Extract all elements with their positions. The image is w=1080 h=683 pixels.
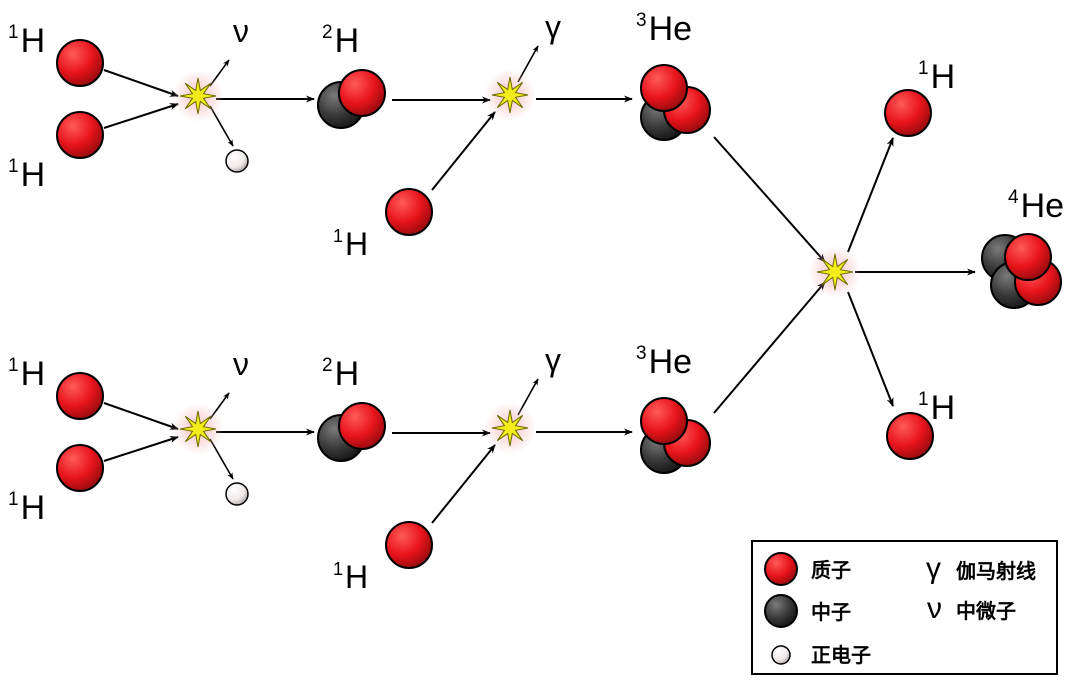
isotope-label: 4He bbox=[1008, 187, 1064, 225]
isotope-symbol: He bbox=[1021, 187, 1064, 225]
legend: 质子 中子 正电子 γ 伽马射线 ν 中微子 bbox=[751, 540, 1058, 675]
reaction-flash bbox=[809, 246, 861, 298]
isotope-label: 1H bbox=[333, 226, 368, 262]
proton-1h bbox=[385, 188, 433, 236]
legend-gamma-label: 伽马射线 bbox=[956, 559, 1036, 583]
gamma-label: γ bbox=[545, 9, 561, 45]
isotope-mass-number: 1 bbox=[8, 355, 19, 376]
isotope-label: 1H bbox=[918, 58, 955, 96]
isotope-symbol: H bbox=[21, 22, 46, 60]
isotope-label: 1H bbox=[8, 489, 45, 527]
legend-proton-icon bbox=[764, 552, 798, 586]
legend-proton-label: 质子 bbox=[811, 558, 851, 582]
reaction-arrow bbox=[103, 69, 179, 97]
isotope-symbol: He bbox=[649, 10, 692, 48]
flash-star bbox=[491, 76, 529, 114]
flash-star bbox=[179, 77, 217, 115]
proton-1h bbox=[56, 111, 104, 159]
isotope-label: 1H bbox=[8, 355, 45, 393]
isotope-mass-number: 1 bbox=[8, 22, 19, 43]
isotope-label: 2H bbox=[322, 355, 359, 393]
proton-1h bbox=[385, 521, 433, 569]
isotope-label: 1H bbox=[333, 559, 368, 595]
isotope-symbol: He bbox=[649, 343, 692, 381]
isotope-mass-number: 2 bbox=[322, 22, 333, 43]
isotope-label: 1H bbox=[8, 22, 45, 60]
reaction-arrow bbox=[103, 402, 179, 430]
proton-1h bbox=[56, 39, 104, 87]
reaction-arrow bbox=[847, 137, 894, 253]
isotope-symbol: H bbox=[21, 489, 46, 527]
isotope-label: 2H bbox=[322, 22, 359, 60]
reaction-flash bbox=[172, 403, 224, 455]
proton-1h bbox=[56, 444, 104, 492]
proton bbox=[1004, 233, 1052, 281]
legend-nu-symbol: ν bbox=[927, 592, 942, 625]
proton-1h bbox=[884, 89, 932, 137]
isotope-symbol: H bbox=[931, 58, 956, 96]
isotope-symbol: H bbox=[21, 355, 46, 393]
flash-star bbox=[816, 253, 854, 291]
legend-nu-label: 中微子 bbox=[956, 599, 1016, 623]
legend-positron-icon bbox=[771, 645, 791, 665]
reaction-arrow bbox=[847, 291, 894, 407]
isotope-mass-number: 4 bbox=[1008, 187, 1019, 208]
particles bbox=[56, 39, 1062, 569]
isotope-mass-number: 1 bbox=[8, 156, 19, 177]
legend-box bbox=[751, 540, 1058, 675]
isotope-mass-number: 3 bbox=[636, 10, 647, 31]
proton-1h bbox=[56, 372, 104, 420]
proton bbox=[338, 402, 386, 450]
proton bbox=[640, 64, 688, 112]
neutrino-label: ν bbox=[233, 346, 249, 382]
proton-1h bbox=[886, 412, 934, 460]
proton bbox=[640, 397, 688, 445]
isotope-mass-number: 1 bbox=[918, 389, 929, 410]
positron bbox=[225, 482, 249, 506]
reaction-flash bbox=[172, 70, 224, 122]
reaction-flash bbox=[484, 69, 536, 121]
legend-gamma-symbol: γ bbox=[926, 552, 941, 585]
isotope-mass-number: 1 bbox=[333, 226, 343, 246]
reaction-arrow bbox=[103, 436, 179, 462]
flash-star bbox=[179, 410, 217, 448]
isotope-symbol: H bbox=[21, 156, 46, 194]
isotope-symbol: H bbox=[345, 559, 368, 595]
legend-positron-label: 正电子 bbox=[811, 643, 871, 667]
isotope-label: 1H bbox=[918, 389, 955, 427]
legend-neutron-icon bbox=[764, 594, 798, 628]
isotope-symbol: H bbox=[931, 389, 956, 427]
reaction-flash bbox=[484, 402, 536, 454]
isotope-symbol: H bbox=[345, 226, 368, 262]
reaction-arrow bbox=[713, 136, 826, 263]
isotope-mass-number: 1 bbox=[8, 489, 19, 510]
isotope-label: 3He bbox=[636, 343, 692, 381]
reaction-arrow bbox=[103, 103, 179, 129]
flash-star bbox=[491, 409, 529, 447]
isotope-mass-number: 3 bbox=[636, 343, 647, 364]
proton bbox=[338, 69, 386, 117]
isotope-symbol: H bbox=[335, 355, 360, 393]
reaction-arrow bbox=[431, 111, 496, 191]
isotope-label: 1H bbox=[8, 156, 45, 194]
isotope-label: 3He bbox=[636, 10, 692, 48]
reaction-arrow bbox=[713, 281, 826, 414]
reaction-arrow bbox=[431, 444, 496, 524]
isotope-mass-number: 1 bbox=[918, 58, 929, 79]
positron bbox=[225, 149, 249, 173]
isotope-mass-number: 1 bbox=[333, 559, 343, 579]
isotope-mass-number: 2 bbox=[322, 355, 333, 376]
gamma-label: γ bbox=[545, 342, 561, 378]
neutrino-label: ν bbox=[233, 13, 249, 49]
reaction-flashes bbox=[172, 69, 861, 455]
isotope-symbol: H bbox=[335, 22, 360, 60]
legend-neutron-label: 中子 bbox=[811, 600, 851, 624]
